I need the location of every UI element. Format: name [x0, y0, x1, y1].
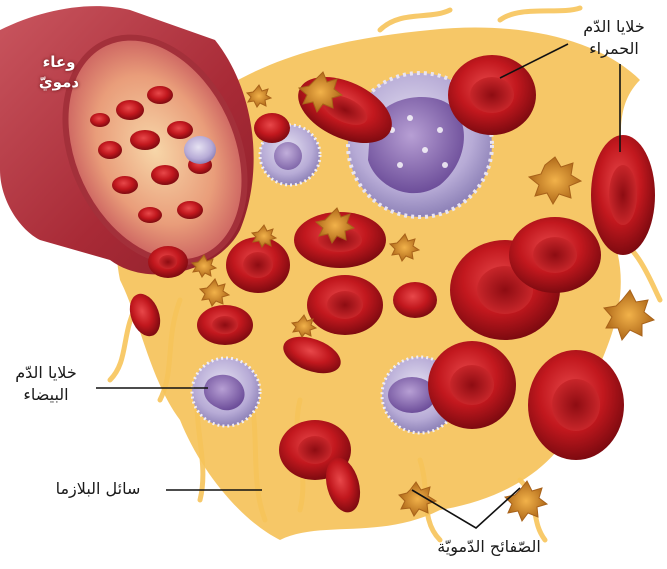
- platelet: [190, 254, 218, 278]
- red-cell: [528, 350, 624, 460]
- label-white-blood-cells: خلايا الدّم البيضاء: [0, 362, 92, 406]
- label-white-line1: خلايا الدّم: [15, 363, 77, 382]
- platelet: [245, 84, 273, 108]
- platelet: [314, 207, 356, 245]
- red-cell: [509, 217, 601, 293]
- leader-red-1: [499, 43, 569, 79]
- platelet: [250, 224, 278, 248]
- label-red-blood-cells: خلايا الدّم الحمراء: [566, 16, 662, 60]
- red-cell: [325, 457, 361, 513]
- platelet: [503, 480, 549, 523]
- red-cell: [226, 237, 290, 293]
- platelet: [527, 156, 583, 206]
- red-cell: [197, 305, 253, 345]
- platelet: [297, 71, 344, 114]
- red-cell: [307, 275, 383, 335]
- label-red-line1: خلايا الدّم: [583, 17, 645, 36]
- platelet: [388, 233, 421, 262]
- label-plasma: سائل البلازما: [55, 479, 141, 498]
- platelet: [198, 278, 231, 307]
- red-cell: [129, 293, 161, 337]
- red-cell: [591, 135, 655, 255]
- red-cell: [428, 341, 516, 429]
- platelet: [398, 481, 438, 517]
- label-platelets: الصّفائح الدّمويّة: [437, 537, 541, 556]
- platelet: [603, 289, 656, 342]
- red-cell: [448, 55, 536, 135]
- label-red-line2: الحمراء: [589, 39, 639, 58]
- red-cell: [283, 336, 341, 374]
- label-white-line2: البيضاء: [23, 385, 69, 404]
- red-cell: [254, 113, 290, 143]
- platelet: [290, 314, 318, 338]
- label-blood-vessel-line1: وعاء: [42, 53, 76, 71]
- platelets: [190, 71, 656, 523]
- red-blood-cells: [129, 55, 655, 513]
- leader-platelet: [411, 487, 521, 529]
- label-blood-vessel-line2: دمويّ: [38, 73, 80, 91]
- red-cell: [393, 282, 437, 318]
- white-blood-cell-left: [190, 356, 262, 428]
- red-cell: [148, 246, 188, 278]
- blood-vessel: [0, 6, 254, 275]
- leader-lines: [96, 43, 621, 529]
- label-blood-vessel: وعاء دمويّ: [22, 52, 96, 92]
